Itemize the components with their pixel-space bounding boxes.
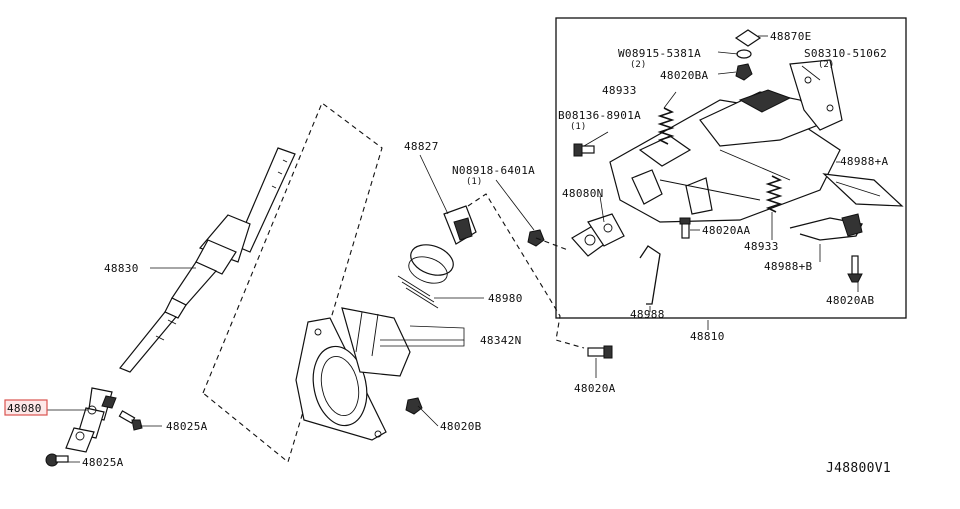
part-48020A-bolt[interactable] <box>587 345 613 359</box>
label-08918[interactable]: N08918-6401A <box>452 164 535 177</box>
label-48020BA[interactable]: 48020BA <box>660 69 709 82</box>
label-48980[interactable]: 48980 <box>488 292 523 305</box>
part-48020BA-nut[interactable] <box>735 63 753 81</box>
label-48988[interactable]: 48988 <box>630 308 665 321</box>
label-48988A[interactable]: 48988+A <box>840 155 889 168</box>
dashed-link-lower <box>467 193 585 349</box>
part-48020B-nut[interactable] <box>405 397 423 415</box>
label-48933-bottom[interactable]: 48933 <box>744 240 779 253</box>
label-08136-qty: (1) <box>570 122 586 132</box>
label-48933-top[interactable]: 48933 <box>602 84 637 97</box>
diagram-code: J48800V1 <box>826 461 891 476</box>
label-48020A[interactable]: 48020A <box>574 382 616 395</box>
part-08136-bolt[interactable] <box>573 143 595 157</box>
part-48830-shaft[interactable] <box>119 147 296 373</box>
part-48080-universal-joint[interactable] <box>65 387 117 453</box>
label-48020AA[interactable]: 48020AA <box>702 224 751 237</box>
label-08310-qty: (2) <box>818 60 834 70</box>
label-08915-qty: (2) <box>630 60 646 70</box>
part-48342N-boot[interactable] <box>295 307 411 441</box>
label-48988B[interactable]: 48988+B <box>764 260 813 273</box>
shaft-envelope-dashed <box>202 102 383 463</box>
part-48025A-bolt-upper[interactable] <box>118 410 143 431</box>
label-48827[interactable]: 48827 <box>404 140 439 153</box>
part-48980-seal[interactable] <box>397 239 457 309</box>
part-48810-column-housing[interactable] <box>609 59 843 223</box>
label-48810[interactable]: 48810 <box>690 330 725 343</box>
part-48025A-bolt-lower[interactable] <box>45 453 69 467</box>
part-48933-spring-top[interactable] <box>657 107 675 145</box>
label-08915[interactable]: W08915-5381A <box>618 47 701 60</box>
dashed-link-08918 <box>535 237 569 251</box>
part-48988B-bracket[interactable] <box>789 213 863 241</box>
label-48830[interactable]: 48830 <box>104 262 139 275</box>
part-48020AA-bolt[interactable] <box>679 217 691 239</box>
label-48025A-lower[interactable]: 48025A <box>82 456 124 469</box>
part-08915-washer[interactable] <box>736 49 752 59</box>
label-08310[interactable]: S08310-51062 <box>804 47 887 60</box>
part-48080N-upper-joint[interactable] <box>571 213 625 257</box>
label-48342N[interactable]: 48342N <box>480 334 522 347</box>
part-48988-bracket[interactable] <box>639 245 661 305</box>
highlight-box-48080 <box>4 399 48 416</box>
assembly-box-48810 <box>555 17 907 319</box>
label-08136[interactable]: B08136-8901A <box>558 109 641 122</box>
part-48933-spring-bottom[interactable] <box>765 175 783 213</box>
label-48020B[interactable]: 48020B <box>440 420 482 433</box>
label-48080N[interactable]: 48080N <box>562 187 604 200</box>
label-48025A-upper[interactable]: 48025A <box>166 420 208 433</box>
label-48020AB[interactable]: 48020AB <box>826 294 875 307</box>
label-48870E[interactable]: 48870E <box>770 30 812 43</box>
leader-lines <box>47 35 859 463</box>
part-48020AB-bolt[interactable] <box>847 255 863 283</box>
part-48988A-bracket[interactable] <box>822 173 904 207</box>
label-48080[interactable]: 48080 <box>7 402 42 415</box>
part-48827-clip[interactable] <box>443 205 477 245</box>
label-08918-qty: (1) <box>466 177 482 187</box>
part-48870E-cover[interactable] <box>734 29 762 47</box>
